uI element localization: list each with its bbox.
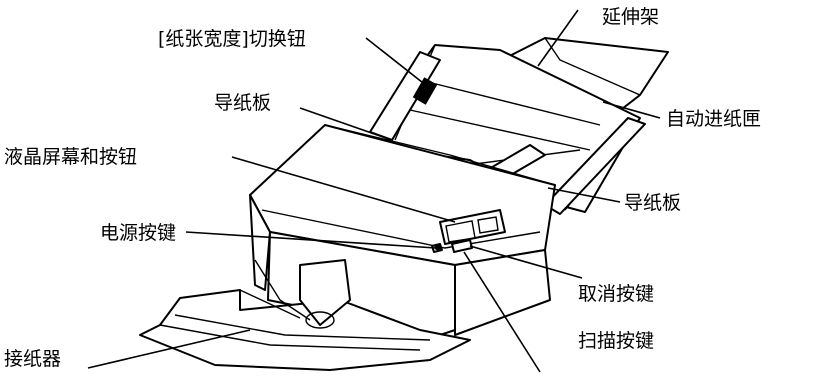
leader-adf (602, 101, 661, 119)
leader-scan-button (463, 251, 541, 373)
label-power-button: 电源按键 (100, 222, 177, 244)
label-output-tray: 接纸器 (4, 348, 62, 370)
leader-lcd-and-buttons (231, 156, 456, 223)
output-tray-shape (139, 259, 471, 371)
leader-output-tray (87, 329, 251, 369)
leader-cancel-button (469, 245, 583, 279)
label-scan-button: 扫描按键 (578, 330, 655, 352)
label-adf: 自动进纸匣 (666, 108, 762, 130)
leader-paper-guide-right (547, 187, 621, 203)
label-extension-arm: 延伸架 (602, 6, 660, 28)
label-cancel-button: 取消按键 (578, 283, 655, 305)
leader-paper-guide-left (299, 107, 384, 138)
label-paper-width-switch: [纸张宽度]切换钮 (158, 28, 306, 50)
leader-power-button (185, 231, 437, 249)
label-paper-guide-right: 导纸板 (624, 192, 682, 214)
leader-extension-arm (537, 9, 579, 67)
label-paper-guide-left: 导纸板 (214, 92, 272, 114)
lcd-panel-shape (431, 209, 506, 253)
label-lcd-and-buttons: 液晶屏幕和按钮 (4, 146, 138, 168)
left-paper-guide-shape (369, 51, 441, 141)
leader-paper-width-switch (365, 37, 433, 91)
